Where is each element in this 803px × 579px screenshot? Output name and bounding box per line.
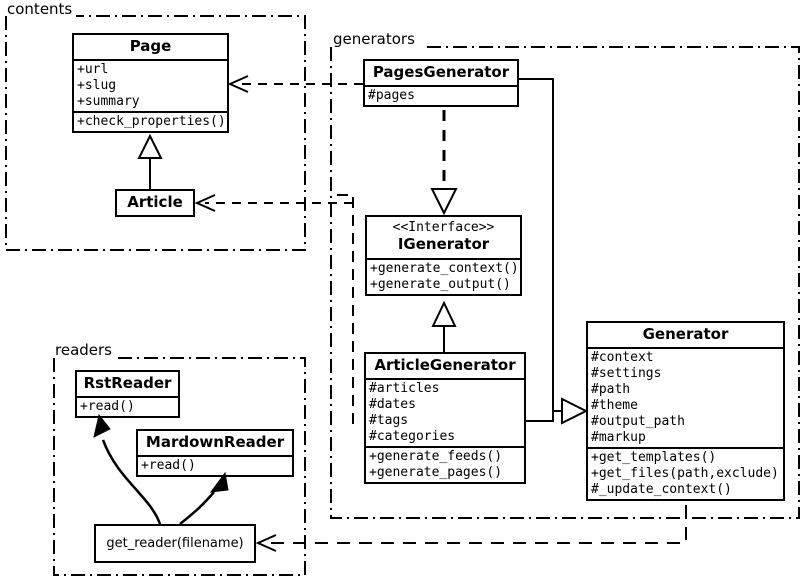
class-name-page: Page [129,37,172,55]
class-operations-igenerator: +generate_context() +generate_output() [367,257,520,294]
class-member: +get_files(path,exclude) [591,466,779,482]
dependency-arrowhead-get-reader [255,534,277,552]
class-stereotype-igenerator: <<Interface>> [392,220,495,235]
class-attributes-generator: #context #settings #path #theme #output_… [588,347,783,447]
class-member: #articles [369,381,440,397]
class-box-article-generator[interactable]: ArticleGenerator #articles #dates #tags … [364,352,526,485]
package-label-readers: readers [52,341,115,359]
class-member: #output_path [591,414,685,430]
package-label-contents: contents [4,0,76,18]
class-member: #theme [591,398,638,414]
class-member: +generate_feeds() [369,449,503,465]
class-member: #settings [591,366,662,382]
class-member: +get_templates() [591,450,717,466]
class-member: +read() [80,399,135,415]
dependency-arrowhead-page [227,75,249,93]
generalization-arrowhead-igenerator-bottom [431,300,457,327]
package-label-generators: generators [330,30,418,48]
class-operations-mardown-reader: +read() [138,455,292,475]
class-name-article-generator: ArticleGenerator [374,356,516,374]
class-name-mardown-reader: MardownReader [145,433,285,451]
call-arrowhead-rst-reader [93,413,111,438]
class-member: +slug [77,78,117,94]
function-label-get-reader: get_reader(filename) [106,536,244,551]
class-member: #categories [369,429,456,445]
class-box-page[interactable]: Page +url +slug +summary +check_properti… [72,33,229,134]
class-attributes-page: +url +slug +summary [74,59,227,111]
class-member: #_update_context() [591,482,732,498]
class-member: +generate_pages() [369,465,503,481]
generalization-articlegenerator-to-generator [526,411,554,422]
generalization-arrowhead-generator [561,397,589,425]
class-operations-rst-reader: +read() [77,396,178,416]
class-box-mardown-reader[interactable]: MardownReader +read() [136,429,294,478]
class-box-rst-reader[interactable]: RstReader +read() [75,370,180,419]
class-box-pages-generator[interactable]: PagesGenerator #pages [363,59,519,108]
class-name-article: Article [127,193,183,211]
class-box-igenerator[interactable]: <<Interface>> IGenerator +generate_conte… [365,215,522,296]
class-member: #pages [368,88,415,104]
class-member: +summary [77,94,140,110]
realization-arrowhead-igenerator-top [430,188,458,216]
dependency-generator-to-get-reader [266,505,687,544]
class-member: +generate_output() [370,276,511,292]
class-operations-generator: +get_templates() +get_files(path,exclude… [588,447,783,499]
class-name-igenerator: <<Interface>> IGenerator [367,217,520,258]
class-box-generator[interactable]: Generator #context #settings #path #them… [586,321,785,502]
class-member: +generate_context() [370,260,519,276]
generalization-arrowhead-page [137,133,163,159]
class-member: #path [591,382,631,398]
class-member: +url [77,62,109,78]
class-name-rst-reader: RstReader [83,374,172,392]
class-member: #tags [369,413,409,429]
inner-dashed-rail-generators [331,194,354,424]
class-member: #context [591,350,654,366]
class-attributes-pages-generator: #pages [365,85,517,105]
dependency-arrowhead-article [194,194,216,212]
call-arrow-get-reader-to-mardown-reader [179,491,215,525]
class-member: #dates [369,397,416,413]
class-operations-page: +check_properties() [74,111,227,131]
class-name-generator: Generator [642,325,729,343]
class-operations-article-generator: +generate_feeds() +generate_pages() [366,446,524,482]
class-name-text-igenerator: IGenerator [397,235,490,254]
function-box-get-reader[interactable]: get_reader(filename) [94,524,256,563]
class-name-pages-generator: PagesGenerator [372,63,510,81]
class-member: +check_properties() [77,114,226,130]
class-member: +read() [141,458,196,474]
class-box-article[interactable]: Article [115,189,195,218]
class-member: #markup [591,430,646,446]
class-attributes-article-generator: #articles #dates #tags #categories [366,378,524,446]
